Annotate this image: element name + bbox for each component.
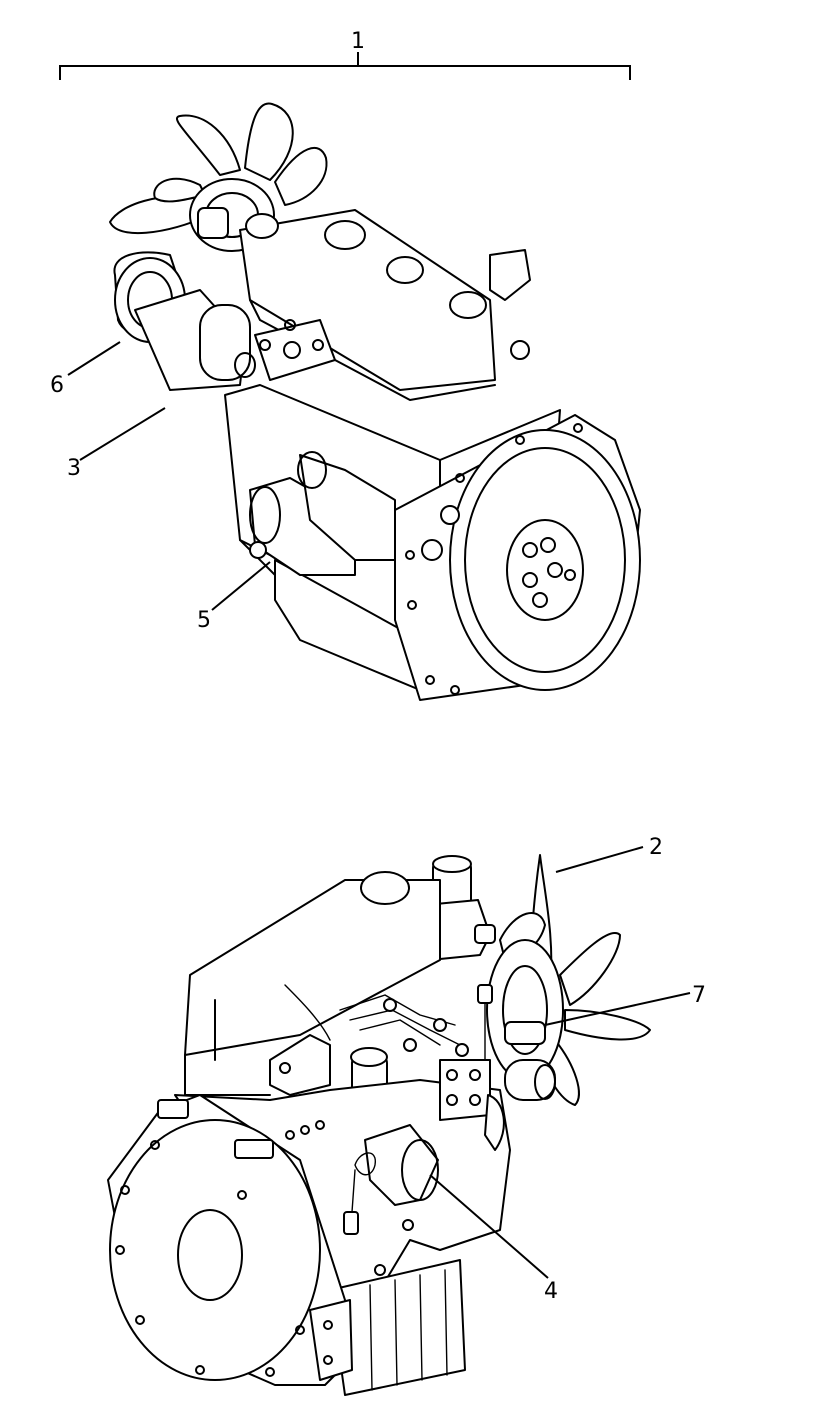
flywheel-housing-bottom [107,1094,353,1386]
fan-bottom [486,854,651,1106]
flywheel-top [394,414,641,701]
manifold-flange [254,319,336,381]
water-outlet [424,855,496,961]
injection-pump [269,984,556,1101]
engine-bottom-view [107,854,651,1396]
callout-7: 7 [692,983,706,1008]
oil-filter [343,1124,439,1235]
callout-labels: 1 2 3 4 5 6 7 [50,29,706,1304]
callout-4: 4 [544,1279,558,1304]
starter-motor-top [249,451,396,576]
callout-1: 1 [351,29,365,54]
head-cover-top [197,207,531,401]
engine-top-view [109,102,641,701]
front-pulleys [113,251,256,391]
callout-5: 5 [197,608,211,633]
callout-2: 2 [649,835,663,860]
callout-3: 3 [67,456,81,481]
fan-top [109,102,328,252]
assembly-bracket [59,52,631,80]
leader-lines [67,341,691,1279]
callout-6: 6 [50,373,64,398]
